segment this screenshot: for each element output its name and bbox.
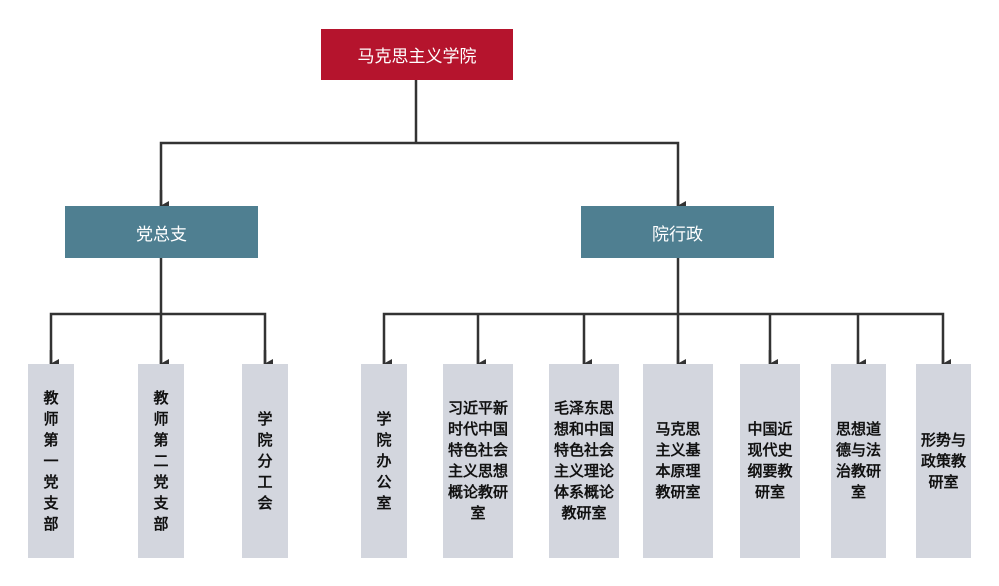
leaf-node-label: 学院分工会 [257, 409, 273, 512]
leaf-node-xi-thought-dept: 习近平新时代中国特色社会主义思想概论教研室 [443, 364, 513, 558]
branch-node-party-branch: 党总支 [65, 206, 258, 258]
root-node-label: 马克思主义学院 [357, 47, 477, 67]
leaf-node-label: 中国近现代史纲要教研室 [747, 420, 793, 501]
branch-node-label: 党总支 [136, 224, 187, 245]
leaf-node-policy-dept: 形势与政策教研室 [916, 364, 971, 558]
connector-right-branch [382, 258, 945, 364]
root-node-marxism-school: 马克思主义学院 [321, 29, 513, 80]
leaf-node-office: 学院办公室 [361, 364, 407, 558]
leaf-node-marxism-principles-dept: 马克思主义基本原理教研室 [643, 364, 713, 558]
connector-root-to-branches [159, 80, 680, 206]
leaf-node-party-branch-2: 教师第二党支部 [138, 364, 184, 558]
leaf-node-label: 形势与政策教研室 [920, 430, 966, 491]
leaf-node-mao-thought-dept: 毛泽东思想和中国特色社会主义理论体系概论教研室 [549, 364, 619, 558]
leaf-node-label: 马克思主义基本原理教研室 [655, 420, 701, 501]
leaf-node-label: 教师第二党支部 [153, 388, 169, 533]
leaf-node-label: 思想道德与法治教研室 [835, 420, 881, 501]
leaf-node-party-branch-1: 教师第一党支部 [28, 364, 74, 558]
branch-node-administration: 院行政 [581, 206, 774, 258]
leaf-node-label: 教师第一党支部 [43, 388, 59, 533]
leaf-node-label: 毛泽东思想和中国特色社会主义理论体系概论教研室 [553, 399, 614, 522]
leaf-node-label: 学院办公室 [376, 409, 392, 512]
connector-left-branch [49, 258, 267, 364]
leaf-node-union: 学院分工会 [242, 364, 288, 558]
leaf-node-ethics-law-dept: 思想道德与法治教研室 [831, 364, 886, 558]
leaf-node-modern-history-dept: 中国近现代史纲要教研室 [740, 364, 800, 558]
branch-node-label: 院行政 [652, 224, 703, 245]
leaf-node-label: 习近平新时代中国特色社会主义思想概论教研室 [447, 399, 508, 522]
